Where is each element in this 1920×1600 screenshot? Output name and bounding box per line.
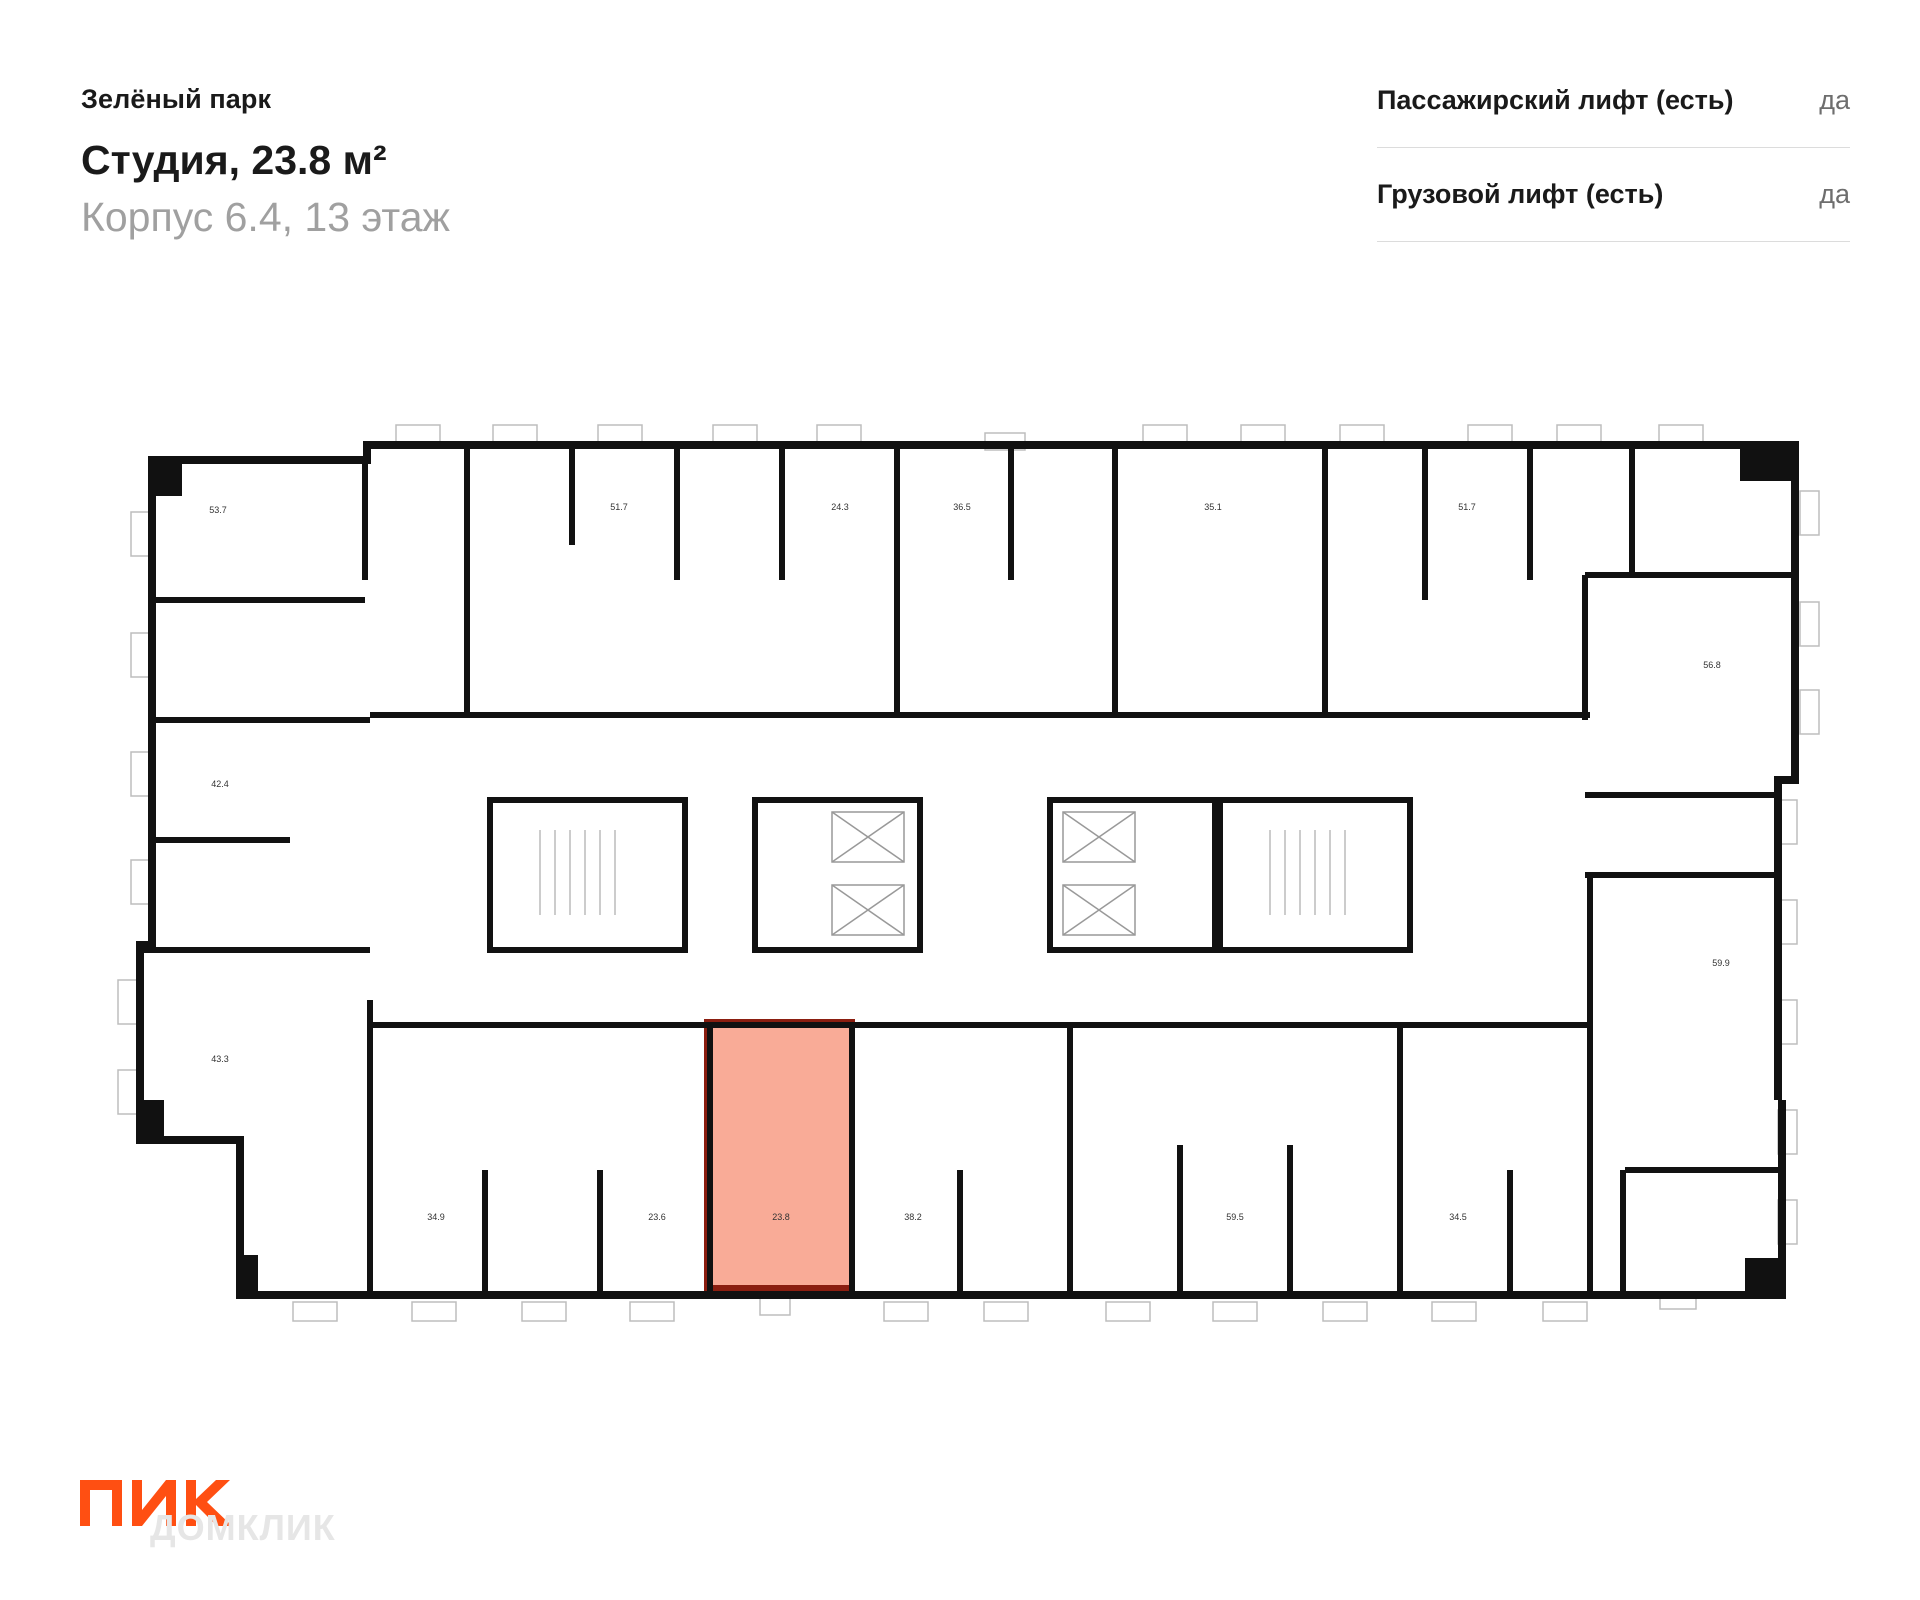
feature-row-freight-lift: Грузовой лифт (есть) да [1377, 148, 1850, 242]
apartment-area-label: 51.7 [1458, 502, 1476, 512]
apartment-area-label: 24.3 [831, 502, 849, 512]
features-list: Пассажирский лифт (есть) да Грузовой лиф… [1377, 54, 1850, 242]
selected-apartment-highlight[interactable] [704, 1019, 855, 1291]
feature-value: да [1819, 179, 1850, 209]
building-core [487, 797, 1413, 953]
apartment-area-label: 53.7 [209, 505, 227, 515]
apartment-area-label: 23.6 [648, 1212, 666, 1222]
corner-blocks [136, 441, 1798, 1298]
apartment-area-label: 59.5 [1226, 1212, 1244, 1222]
apartment-area-label-selected[interactable]: 23.8 [772, 1212, 790, 1222]
feature-label: Грузовой лифт (есть) [1377, 179, 1664, 209]
apartment-area-label: 35.1 [1204, 502, 1222, 512]
apartment-area-label: 36.5 [953, 502, 971, 512]
page-title: Студия, 23.8 м² [81, 137, 387, 183]
apartment-area-label: 59.9 [1712, 958, 1730, 968]
feature-row-passenger-lift: Пассажирский лифт (есть) да [1377, 54, 1850, 148]
logo [80, 1478, 246, 1533]
pik-logo-icon [80, 1480, 232, 1526]
elevator-icon [831, 811, 1136, 936]
page-subtitle: Корпус 6.4, 13 этаж [81, 194, 450, 240]
apartment-area-label: 34.5 [1449, 1212, 1467, 1222]
staircase-icon [539, 830, 1346, 915]
feature-label: Пассажирский лифт (есть) [1377, 85, 1734, 115]
apartment-area-label: 51.7 [610, 502, 628, 512]
outer-walls [136, 441, 1799, 1299]
apartment-area-label: 56.8 [1703, 660, 1721, 670]
feature-value: да [1819, 85, 1850, 115]
apartment-area-label: 42.4 [211, 779, 229, 789]
apartment-area-label: 38.2 [904, 1212, 922, 1222]
domclick-watermark: ДОМКЛИК [150, 1507, 336, 1548]
interior-walls [140, 445, 1795, 1295]
project-name: Зелёный парк [81, 84, 272, 114]
apartment-area-label: 34.9 [427, 1212, 445, 1222]
windows [117, 424, 1820, 1322]
apartment-area-label: 43.3 [211, 1054, 229, 1064]
